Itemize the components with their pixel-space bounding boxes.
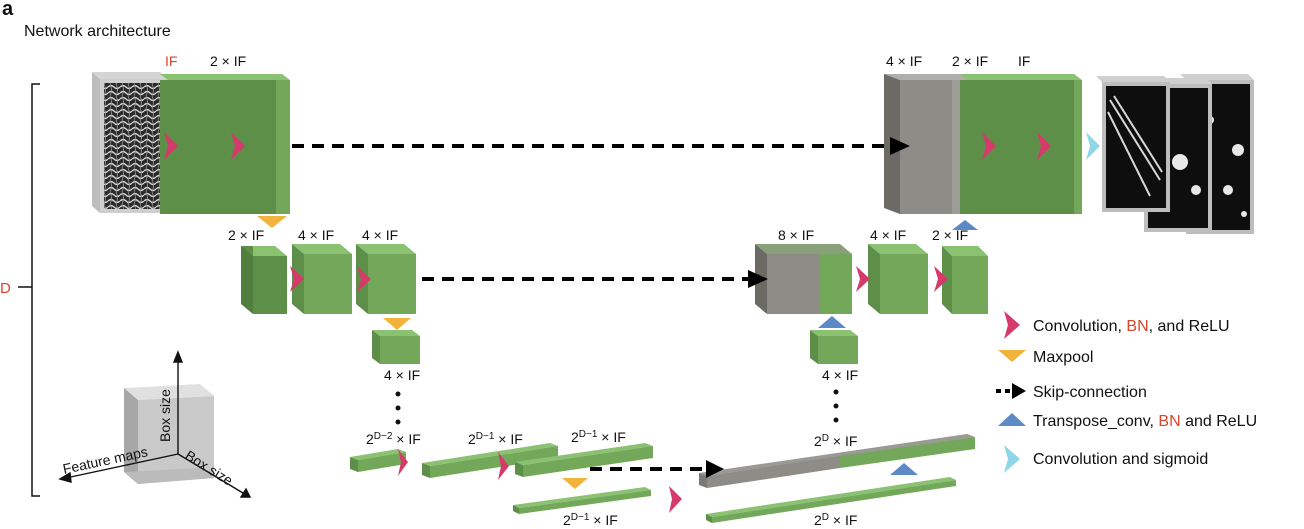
decoder-l2-block2 [868,244,928,314]
dec-l1-label-3: IF [1018,53,1030,69]
decoder-l3-block0 [810,330,858,364]
depth-label: D [0,280,11,297]
bottom-label-down: 2D−1 × IF [563,512,618,528]
conv-arrow-icon [856,266,870,292]
legend-item-skip: Skip-connection [1033,384,1147,401]
bottom-label-1: 2D−2 × IF [366,431,421,447]
skip-connection-l2 [422,270,768,288]
encoder-l2-block2 [356,244,416,314]
panel-letter: a [2,0,14,20]
decoder-l1-block3 [1018,74,1082,214]
conv-arrow-icon [934,266,948,292]
enc-l2-label-0: 2 × IF [228,227,264,243]
bottom-label-up: 2D × IF [814,512,857,528]
dec-l2-label-3: 2 × IF [932,227,968,243]
dec-l3-label-0: 4 × IF [822,367,858,383]
dec-l2-label-2: 4 × IF [870,227,906,243]
bottleneck-bar-2 [422,443,558,478]
dec-l1-label-1: 4 × IF [886,53,922,69]
transpose-conv-icon [890,463,918,475]
bottleneck-concat-bar [699,434,975,488]
bottleneck-bar-down [513,487,651,514]
conv-arrow-icon [498,452,509,480]
legend-item-conv-bn-relu: Convolution, BN, and ReLU [1033,318,1230,335]
conv-arrow-icon [982,132,996,160]
enc-l2-label-2: 4 × IF [362,227,398,243]
cyan-arrow-icon [1004,445,1020,473]
bottleneck-bar-up [706,477,956,523]
decoder-l2-concat-block [755,244,852,314]
skip-connection-l1 [292,137,910,155]
legend-item-maxpool: Maxpool [1033,349,1093,366]
enc-l1-label-2: 2 × IF [210,53,246,69]
conv-arrow-icon [398,449,408,476]
skip-connection-bottom [590,460,724,478]
bottom-label-3: 2D−1 × IF [571,429,626,445]
conv-arrow-icon [164,132,178,160]
conv-arrow-icon [231,132,245,160]
dec-l2-label-1: 8 × IF [778,227,814,243]
legend-item-transpose: Transpose_conv, BN and ReLU [1033,413,1257,430]
encoder-l1-block2 [214,74,290,214]
conv-arrow-icon [669,486,682,513]
bottleneck-bar-3 [515,443,653,477]
conv-arrow-icon [290,266,304,292]
maxpool-icon [383,318,411,330]
enc-l2-label-1: 4 × IF [298,227,334,243]
figure-title: Network architecture [24,23,171,40]
decoder-ellipsis-dots [833,389,839,423]
conv-arrow-icon [357,266,371,292]
depth-bracket [18,83,40,497]
bottom-label-2: 2D−1 × IF [468,431,523,447]
transpose-conv-icon [952,220,978,230]
maxpool-icon [562,478,588,489]
axes-key-vertical-label: Box size [157,389,173,442]
encoder-l3-block0 [372,330,420,364]
encoder-l2-block1 [292,244,352,314]
decoder-l2-block3 [942,246,988,314]
pink-arrow-icon [1004,311,1020,339]
bottom-label-concat: 2D × IF [814,433,857,449]
axes-key-lines [58,350,252,498]
enc-l1-label-1: IF [165,53,177,69]
encoder-l2-block0 [241,246,287,314]
maxpool-icon [257,216,287,228]
blue-chevron-icon [998,413,1026,426]
encoder-ellipsis-dots [395,391,401,425]
yellow-chevron-icon [998,350,1026,362]
sigmoid-arrow-icon [1086,132,1100,160]
legend-item-sigmoid: Convolution and sigmoid [1033,451,1208,468]
output-mask-1 [1096,76,1170,212]
bottleneck-bar-1 [350,449,406,472]
dec-l1-label-2: 2 × IF [952,53,988,69]
input-image [92,72,168,213]
enc-l3-label-0: 4 × IF [384,367,420,383]
legend: Convolution, BN, and ReLU Maxpool Skip-c… [996,311,1257,473]
conv-arrow-icon [1037,132,1051,160]
axes-key-box [124,384,214,484]
transpose-conv-icon [818,316,846,328]
